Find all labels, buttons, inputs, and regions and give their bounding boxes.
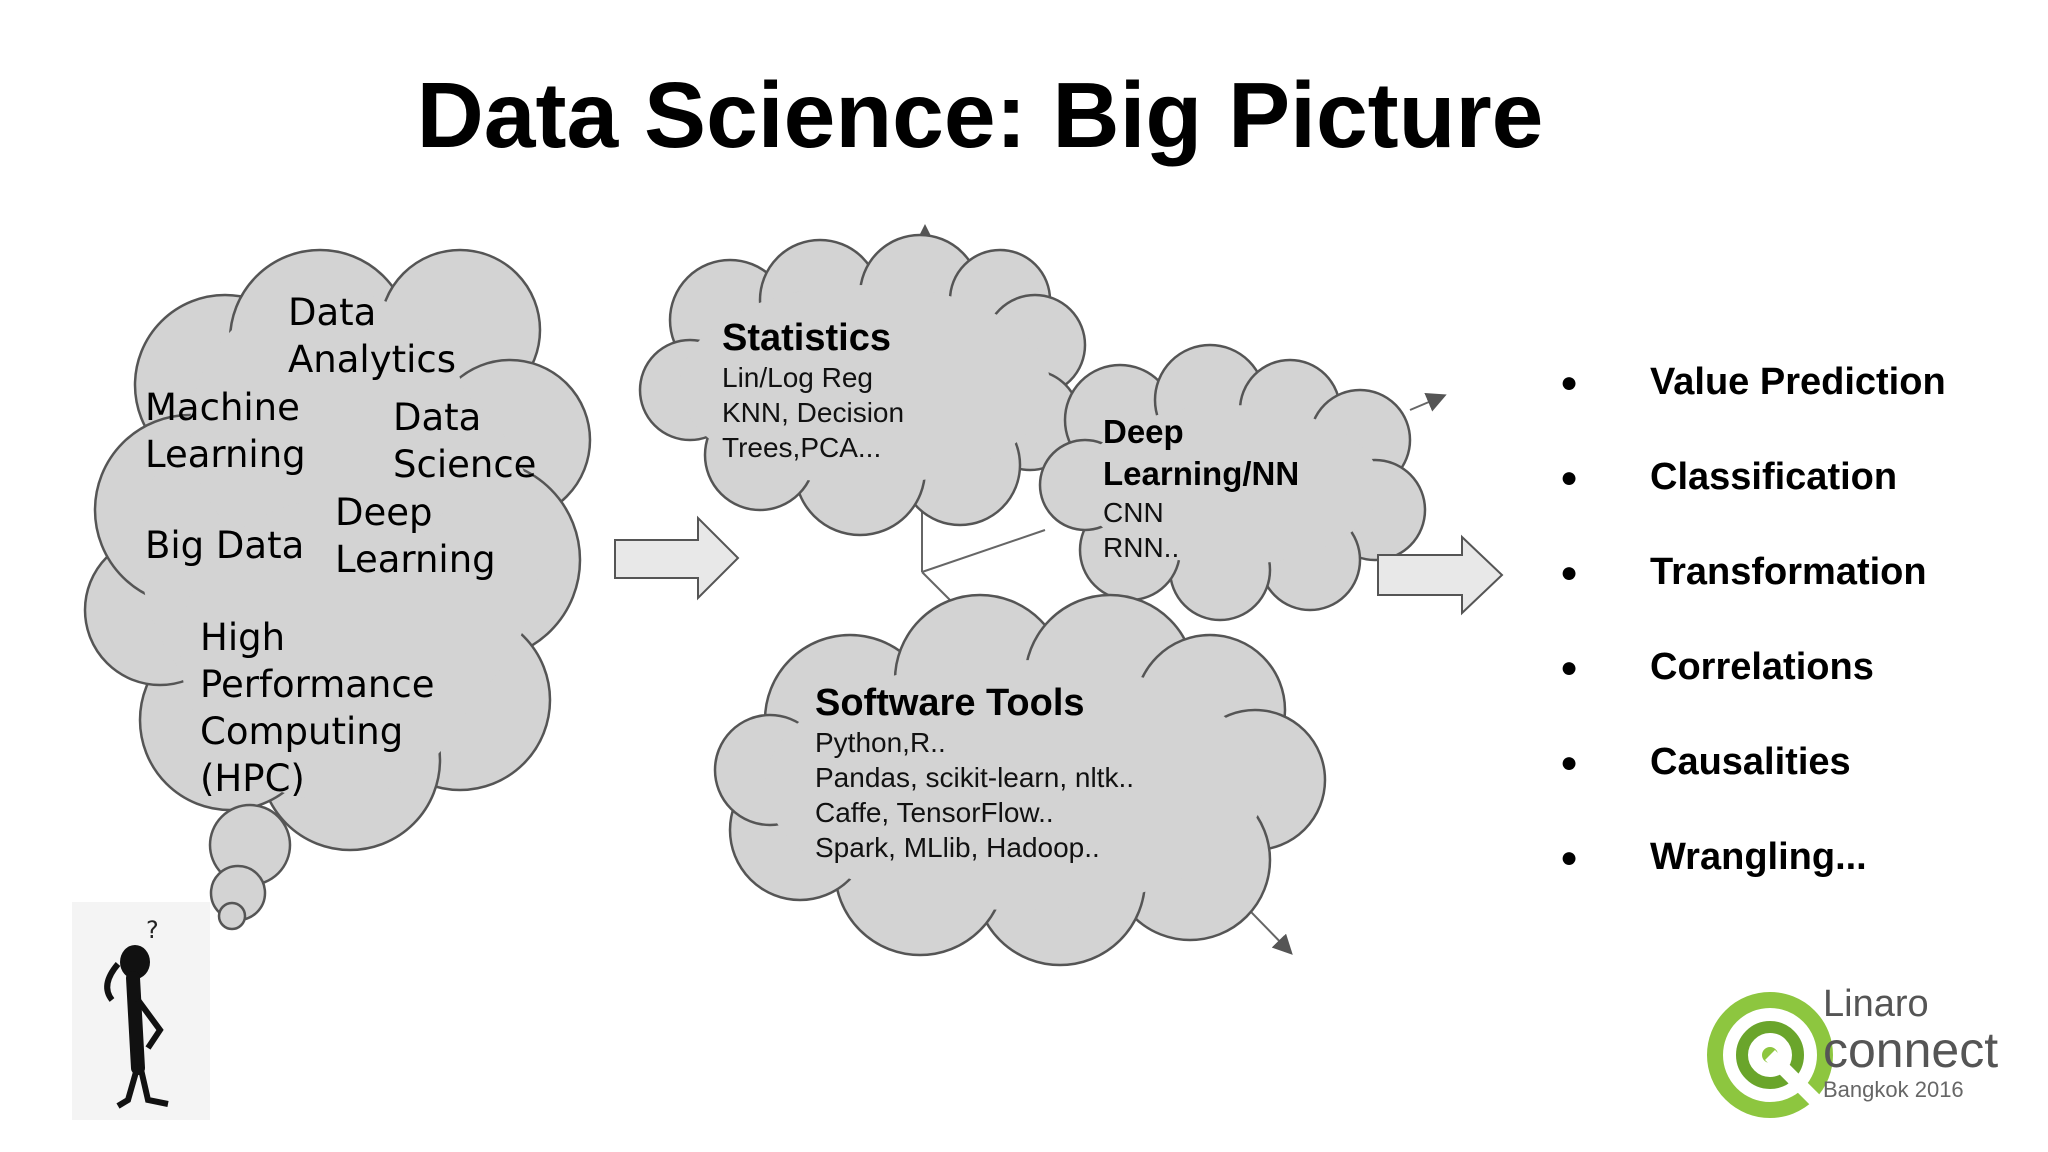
term-hpc: High Performance Computing (HPC) xyxy=(200,616,446,800)
statistics-title: Statistics xyxy=(722,317,891,359)
list-item-label: Correlations xyxy=(1650,646,1874,688)
term-data-analytics: Data Analytics xyxy=(288,291,456,381)
slide-title: Data Science: Big Picture xyxy=(416,63,1544,167)
list-item-label: Transformation xyxy=(1650,551,1927,593)
list-item-label: Wrangling... xyxy=(1650,836,1867,878)
list-item: ● Wrangling... xyxy=(1560,810,1946,905)
thought-bubbles xyxy=(208,803,292,931)
thought-cloud xyxy=(83,248,592,852)
logo-line-event: Bangkok 2016 xyxy=(1823,1077,1964,1102)
linaro-logo-mark xyxy=(1707,992,1835,1120)
logo-line-linaro: Linaro xyxy=(1823,983,1929,1025)
deep-learning-cloud xyxy=(1038,343,1427,622)
bullet: ● xyxy=(1560,840,1579,874)
software-tools-title: Software Tools xyxy=(815,682,1085,724)
list-item-label: Classification xyxy=(1650,456,1898,498)
term-machine-learning: Machine Learning xyxy=(145,386,312,476)
bullet: ● xyxy=(1560,650,1579,684)
linaro-connect-logo: Linaro connect Bangkok 2016 xyxy=(1823,985,1998,1101)
logo-line-connect: connect xyxy=(1823,1022,1999,1078)
bullet: ● xyxy=(1560,745,1579,779)
thinking-figure-image: ? xyxy=(72,902,210,1120)
list-item: ● Causalities xyxy=(1560,715,1946,810)
statistics-cloud xyxy=(638,233,1087,537)
list-item: ● Transformation xyxy=(1560,525,1946,620)
list-item: ● Value Prediction xyxy=(1560,335,1946,430)
statistics-items: Lin/Log Reg KNN, Decision Trees,PCA... xyxy=(722,362,912,463)
term-big-data: Big Data xyxy=(145,524,304,567)
outcomes-list: ● Value Prediction ● Classification ● Trans… xyxy=(1560,335,1946,905)
arrow-right-2 xyxy=(1377,534,1504,616)
list-item: ● Correlations xyxy=(1560,620,1946,715)
software-tools-items: Python,R.. Pandas, scikit-learn, nltk.. … xyxy=(815,727,1142,863)
svg-text:?: ? xyxy=(146,916,159,944)
list-item-label: Value Prediction xyxy=(1650,361,1946,403)
deep-learning-items: CNN RNN.. xyxy=(1103,497,1179,563)
software-tools-cloud xyxy=(713,593,1327,967)
list-item-label: Causalities xyxy=(1650,741,1851,783)
bullet: ● xyxy=(1560,365,1579,399)
list-item: ● Classification xyxy=(1560,430,1946,525)
deep-learning-title: Deep Learning/NN xyxy=(1103,413,1299,492)
term-deep-learning: Deep Learning xyxy=(335,491,496,581)
arrow-right-1 xyxy=(614,515,740,601)
bullet: ● xyxy=(1560,460,1579,494)
term-data-science: Data Science xyxy=(393,396,536,486)
bullet: ● xyxy=(1560,555,1579,589)
